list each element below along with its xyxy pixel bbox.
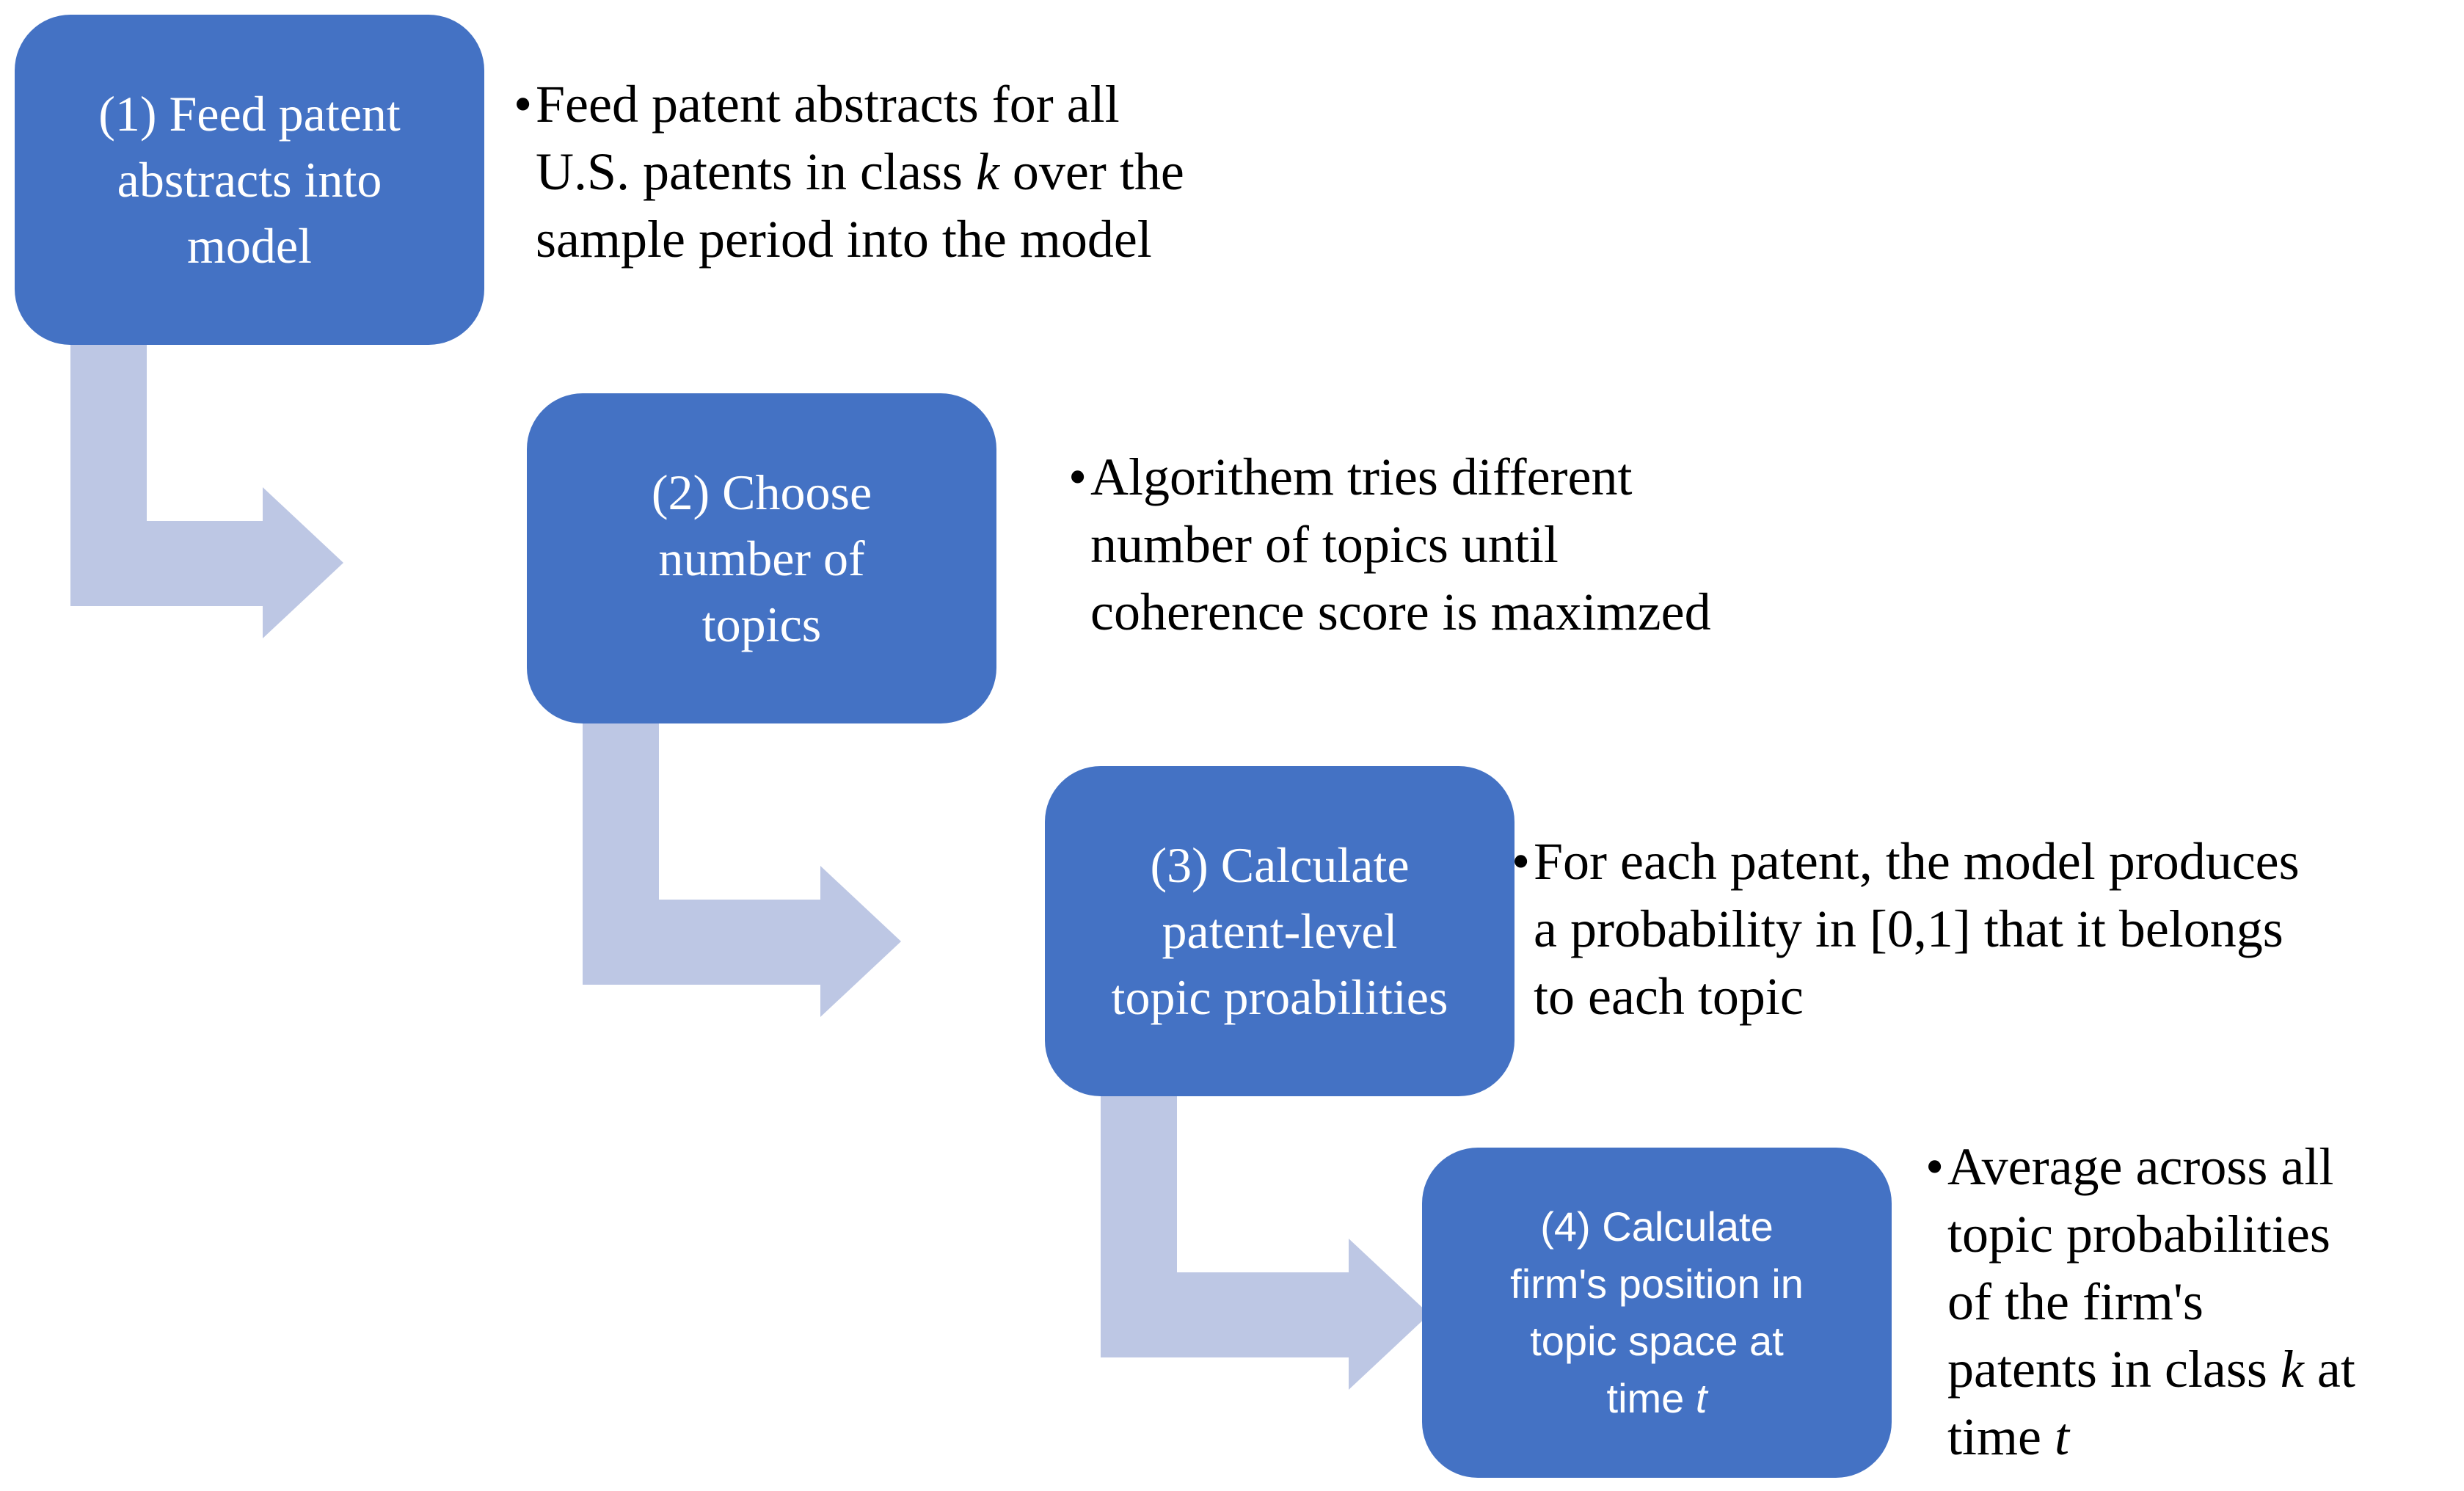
arrow-shape	[70, 345, 343, 638]
arrow-shape	[1101, 1096, 1429, 1390]
bullet-dot-icon: •	[514, 75, 533, 134]
elbow-arrow-step2-to-step3	[583, 723, 901, 1017]
elbow-arrow-step1-to-step2	[70, 345, 343, 638]
bullet-dot-icon: •	[1925, 1137, 1944, 1196]
arrow-shape	[583, 723, 901, 1017]
elbow-arrow-step3-to-step4	[1101, 1096, 1429, 1390]
bullet-dot-icon: •	[1068, 448, 1087, 506]
bullet-dot-icon: •	[1512, 832, 1531, 891]
